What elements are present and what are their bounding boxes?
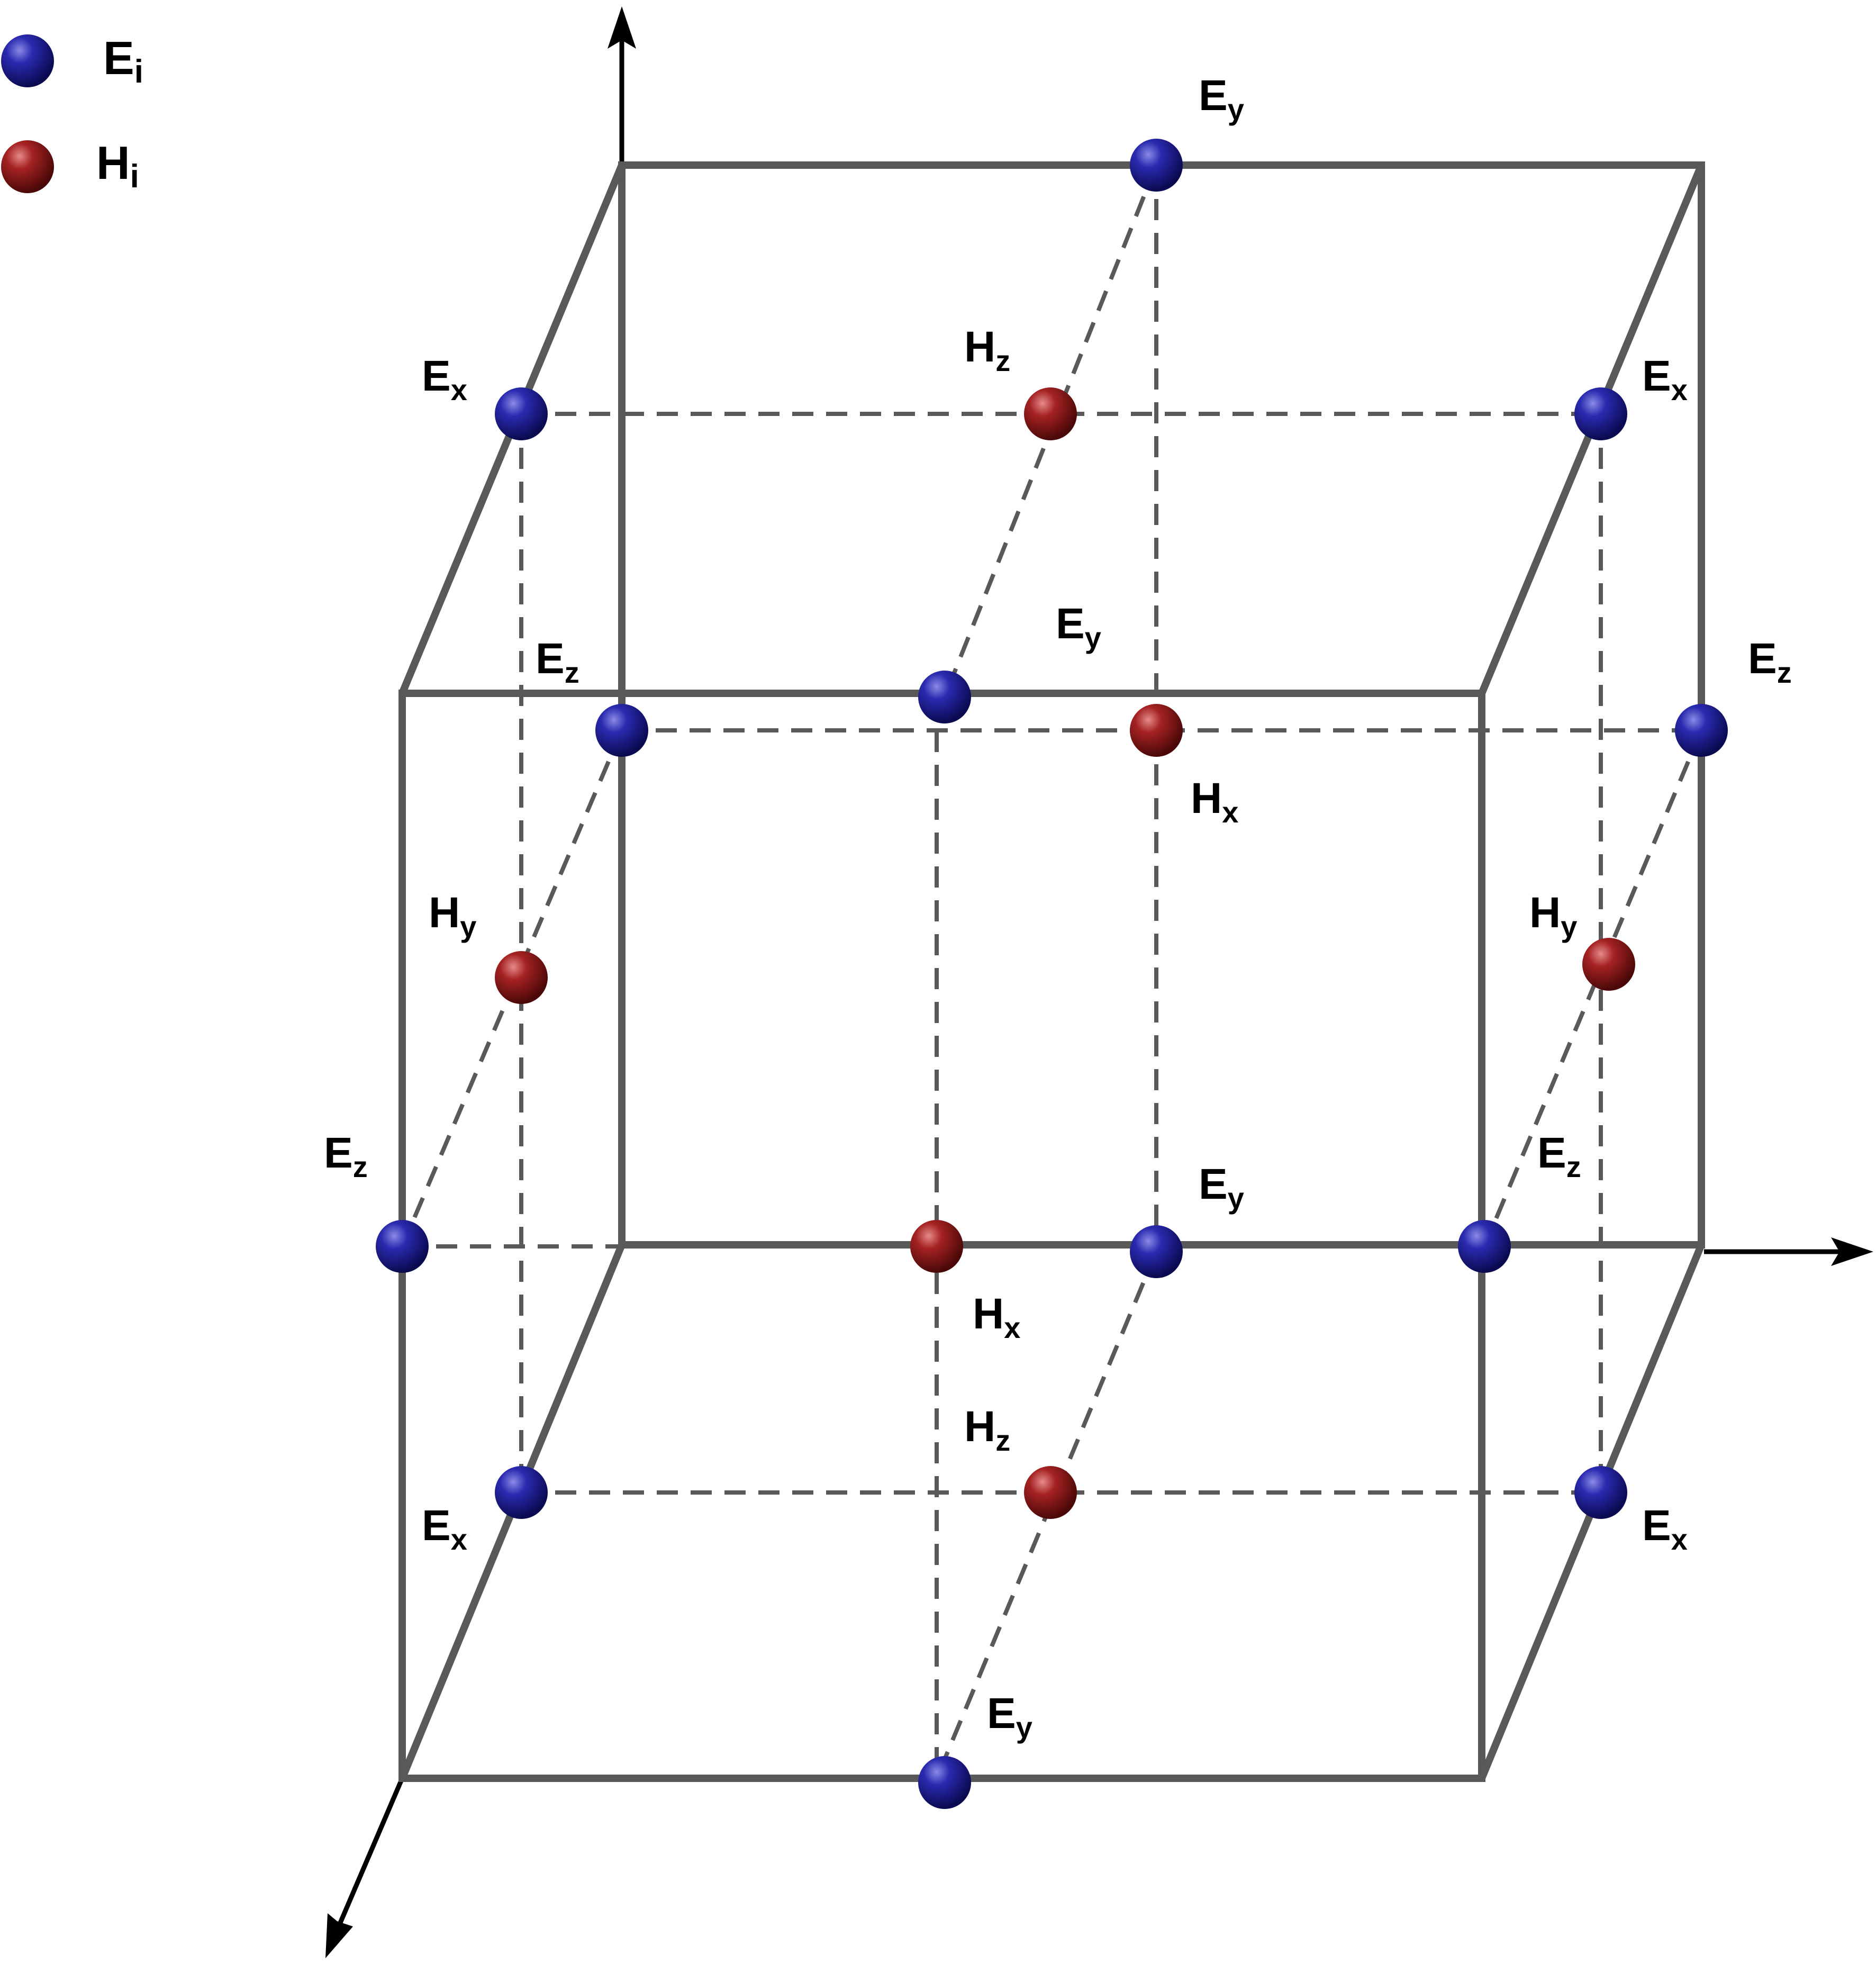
- e-node: [918, 671, 971, 723]
- label-ex-top-left: Ex: [422, 352, 467, 406]
- h-node: [910, 1220, 963, 1273]
- label-hx-lower: Hx: [973, 1290, 1020, 1344]
- axis-vertical-arrowhead: [608, 6, 636, 49]
- e-node: [495, 1466, 548, 1519]
- label-ez-low-right: Ez: [1537, 1129, 1581, 1183]
- label-ey-mid: Ey: [1056, 600, 1101, 654]
- label-hy-left: Hy: [429, 889, 476, 943]
- e-node: [495, 387, 548, 440]
- e-node: [1130, 139, 1183, 192]
- e-node: [1458, 1220, 1511, 1273]
- h-node: [1582, 938, 1635, 991]
- label-ey-top: Ey: [1199, 71, 1244, 126]
- h-node: [1130, 704, 1183, 757]
- dash-line: [1482, 729, 1703, 1247]
- h-node: [1024, 1466, 1077, 1519]
- label-ez-mid-left: Ez: [536, 635, 579, 689]
- label-ey-bottom: Ey: [987, 1689, 1032, 1744]
- e-node: [376, 1220, 429, 1273]
- label-ex-bot-left: Ex: [422, 1501, 467, 1556]
- axis-diagonal: [336, 1777, 405, 1928]
- field-nodes: [376, 139, 1728, 1809]
- legend-e-swatch: [1, 34, 54, 87]
- e-node: [1130, 1225, 1183, 1278]
- label-ex-bot-right: Ex: [1642, 1501, 1688, 1556]
- label-ey-low: Ey: [1199, 1160, 1244, 1215]
- h-node: [495, 951, 548, 1004]
- h-node: [1024, 387, 1077, 440]
- legend-h-swatch: [1, 140, 54, 193]
- axis-diagonal-arrowhead: [325, 1913, 353, 1958]
- label-hx-upper: Hx: [1191, 774, 1238, 829]
- e-node: [1574, 387, 1627, 440]
- label-hz-bottom: Hz: [964, 1403, 1010, 1457]
- legend: Ei Hi: [1, 32, 143, 195]
- legend-h-label: Hi: [96, 137, 139, 195]
- node-labels: Ey Hz Ex Ex Ey Ez Ez Hx Hy Hy Ez Ey Ez H…: [324, 71, 1792, 1744]
- e-node: [918, 1756, 971, 1809]
- label-ez-low-left: Ez: [324, 1129, 368, 1183]
- e-node: [1675, 704, 1728, 757]
- label-hy-right: Hy: [1529, 889, 1577, 943]
- label-ez-mid-right: Ez: [1748, 635, 1792, 689]
- e-node: [1574, 1466, 1627, 1519]
- axes: [325, 6, 1873, 1958]
- label-hz-top: Hz: [964, 323, 1010, 377]
- legend-e-label: Ei: [103, 32, 143, 90]
- e-node: [595, 704, 648, 757]
- label-ex-top-right: Ex: [1642, 352, 1688, 406]
- axis-horizontal-arrowhead: [1831, 1237, 1873, 1266]
